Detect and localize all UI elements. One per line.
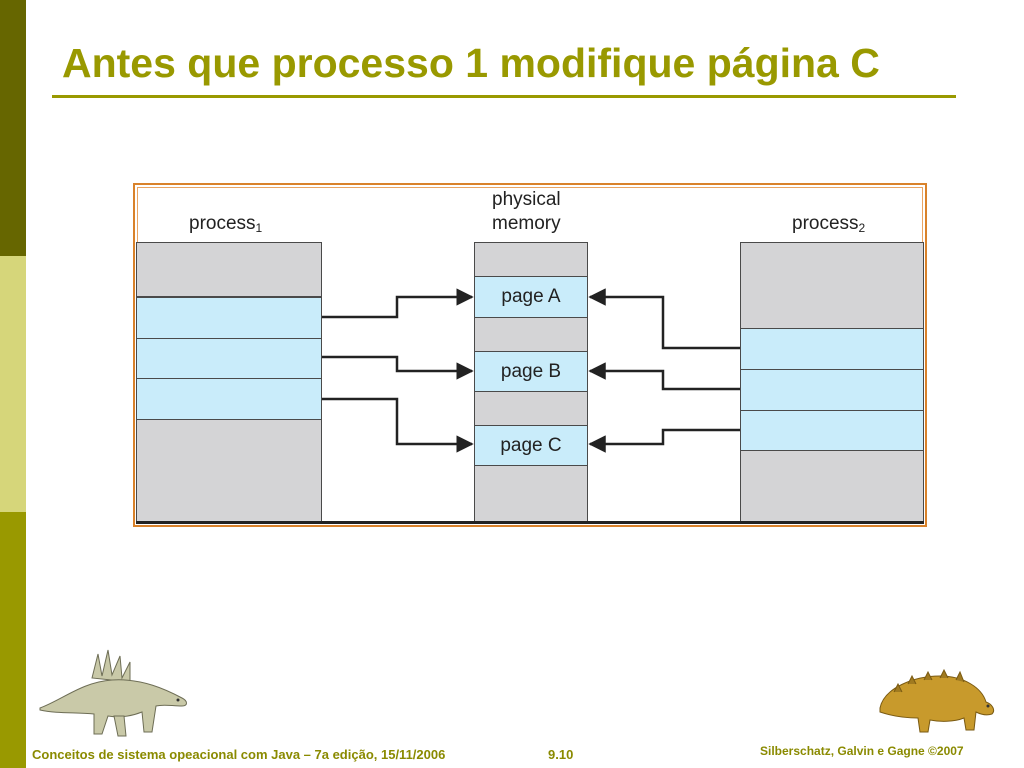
- arrow-p2-to-page-c: [588, 428, 740, 453]
- process1-label: process1: [189, 213, 263, 235]
- physical-memory: page A page B page C: [474, 242, 588, 523]
- memory-page-a: page A: [474, 276, 588, 318]
- process1-address-space: [136, 242, 322, 523]
- arrow-p2-to-page-a: [588, 288, 740, 350]
- physical-memory-label: physical memory: [492, 188, 561, 236]
- arrow-p1-to-page-c: [322, 397, 474, 453]
- process1-page-entry-c: [136, 378, 322, 420]
- page-c-label: page C: [500, 434, 562, 456]
- memory-frame-free: [474, 242, 588, 277]
- process1-unused-bottom: [136, 419, 322, 523]
- memory-page-c: page C: [474, 425, 588, 466]
- title-underline: [52, 95, 956, 98]
- process2-unused-bottom: [740, 450, 924, 523]
- arrow-p1-to-page-b: [322, 355, 474, 380]
- process2-address-space: [740, 242, 924, 523]
- physical-memory-label-line2: memory: [492, 213, 561, 234]
- sidebar-band-middle: [0, 256, 26, 512]
- sidebar-band-bottom: [0, 512, 26, 768]
- physical-memory-label-line1: physical: [492, 189, 561, 210]
- process1-unused-top: [136, 242, 322, 297]
- slide-title: Antes que processo 1 modifique página C: [62, 40, 880, 86]
- memory-frame-free: [474, 391, 588, 426]
- footer-authors: Silberschatz, Galvin e Gagne ©2007: [760, 744, 964, 758]
- footer-book-citation: Conceitos de sistema opeacional com Java…: [32, 747, 446, 762]
- memory-page-b: page B: [474, 351, 588, 392]
- sidebar-band-top: [0, 0, 26, 256]
- process2-unused-top: [740, 242, 924, 329]
- memory-frame-free: [474, 465, 588, 523]
- ankylosaurus-illustration: [879, 668, 995, 733]
- arrow-p1-to-page-a: [322, 288, 474, 319]
- arrow-p2-to-page-b: [588, 362, 740, 391]
- page-a-label: page A: [501, 286, 561, 307]
- footer-page-number: 9.10: [548, 747, 574, 762]
- process2-label: process2: [792, 213, 866, 235]
- stegosaurus-illustration: [39, 649, 187, 737]
- page-b-label: page B: [500, 360, 562, 382]
- diagram-baseline: [136, 521, 924, 524]
